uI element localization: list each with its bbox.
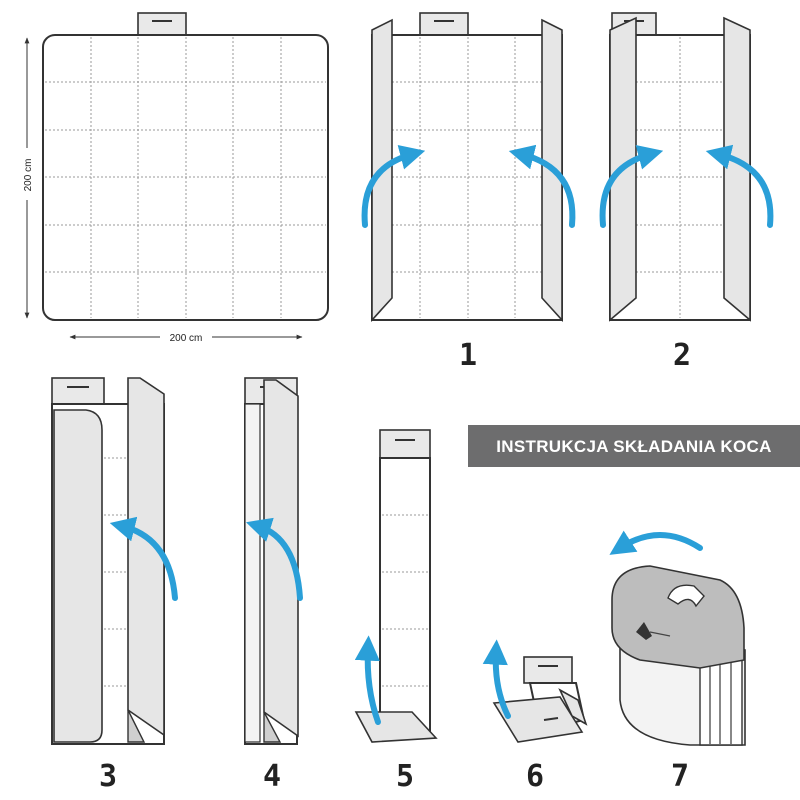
brand-logo-icon [636, 622, 652, 640]
fold-arrow-icon [245, 517, 303, 601]
width-dimension: 200 cm [69, 333, 303, 344]
step-3-figure [51, 377, 178, 745]
step-2-figure [599, 12, 774, 322]
blanket-tab-icon [523, 656, 573, 684]
step-6-figure [482, 639, 588, 743]
title-banner: INSTRUKCJA SKŁADANIA KOCA [468, 425, 800, 467]
fold-arrow-icon [109, 516, 178, 601]
step-5-label: 5 [396, 759, 414, 794]
step-4-label: 4 [263, 759, 281, 794]
blanket-tab-icon [419, 12, 469, 36]
blanket-tab-icon [379, 429, 431, 459]
step-1-figure [361, 12, 576, 323]
unfolded-blanket [42, 12, 329, 321]
step-4-figure [244, 377, 303, 745]
fold-arrow-icon [482, 639, 511, 719]
fold-arrow-icon [609, 530, 703, 555]
step-7-figure [609, 530, 746, 746]
width-label: 200 cm [170, 333, 203, 344]
step-6-label: 6 [526, 759, 544, 794]
carry-handle-icon [667, 584, 705, 608]
step-3-label: 3 [99, 759, 117, 794]
height-label: 200 cm [23, 159, 34, 192]
step-7-label: 7 [671, 759, 689, 794]
fold-arrow-icon [361, 145, 426, 228]
step-2-label: 2 [673, 338, 691, 373]
fold-arrow-icon [508, 144, 576, 228]
height-dimension: 200 cm [23, 37, 34, 319]
fold-arrow-icon [705, 144, 774, 228]
step-1-label: 1 [459, 338, 477, 373]
title-banner-text: INSTRUKCJA SKŁADANIA KOCA [496, 437, 771, 456]
fold-arrow-icon [354, 635, 381, 725]
blanket-tab-icon [137, 12, 187, 36]
step-5-figure [354, 429, 438, 743]
blanket-tab-icon [51, 377, 105, 405]
fold-arrow-icon [599, 145, 664, 228]
